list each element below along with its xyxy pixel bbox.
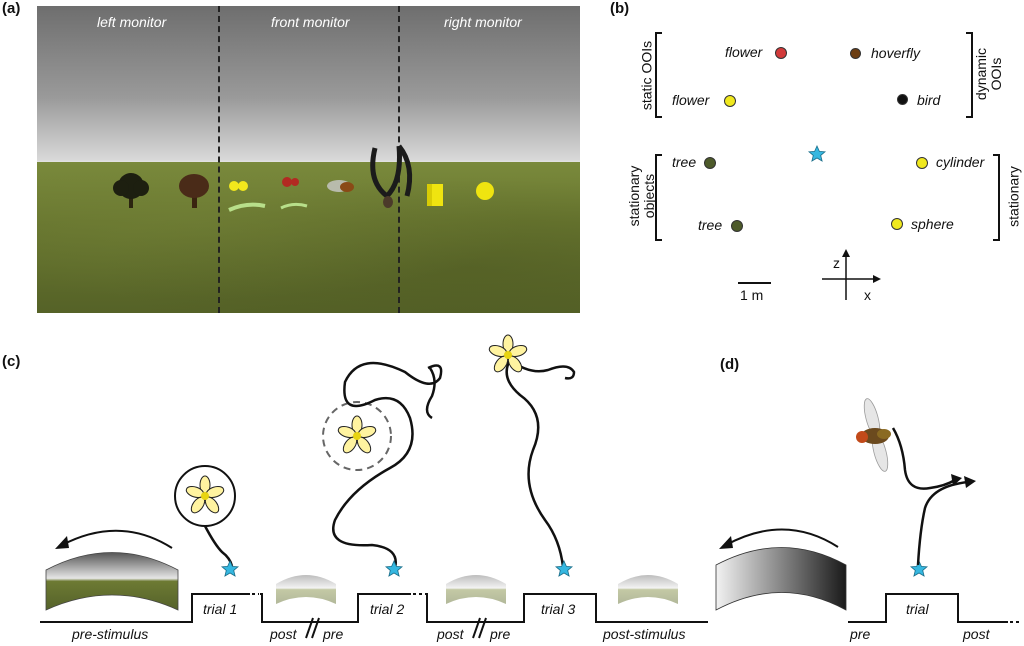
- panel-label-c: (c): [2, 353, 21, 370]
- tree-bottom-dot: [731, 220, 743, 232]
- pre-stimulus-label: pre-stimulus: [72, 626, 149, 642]
- sphere-icon: [476, 182, 494, 200]
- panel-label-b: (b): [610, 0, 630, 17]
- flower-yellow-dot: [724, 95, 736, 107]
- rotation-arrow: [725, 528, 839, 548]
- flower-red-label: flower: [725, 44, 763, 60]
- left-monitor-label: left monitor: [97, 14, 167, 30]
- screen-post-stimulus: [618, 575, 678, 604]
- tree-top-label: tree: [672, 154, 697, 170]
- trial-2-label: trial 2: [370, 601, 405, 617]
- timeline-trace-d: [848, 593, 1008, 623]
- flower-icon: [488, 334, 528, 373]
- trial-1-label: trial 1: [203, 601, 238, 617]
- panel-label-d: (d): [720, 356, 740, 373]
- sphere-label: sphere: [911, 216, 954, 232]
- sphere-dot: [891, 218, 903, 230]
- right-monitor-label: right monitor: [444, 14, 522, 30]
- star-icon: [909, 560, 929, 577]
- flower-yellow-label: flower: [672, 92, 710, 108]
- z-axis-label: z: [833, 255, 840, 271]
- pre-label-1: pre: [323, 626, 344, 642]
- star-icon: [807, 145, 827, 162]
- bird-icon: [370, 144, 413, 208]
- d-trial-label: trial: [906, 601, 929, 617]
- scale-label: 1 m: [740, 287, 764, 303]
- post-label-1: post: [270, 626, 297, 642]
- flower-icon: [228, 181, 266, 212]
- tree-icon: [179, 174, 209, 208]
- flower-icon: [337, 415, 377, 454]
- star-icon: [554, 560, 574, 577]
- hoverfly-icon: [856, 398, 891, 472]
- hoverfly-dot: [850, 48, 861, 59]
- x-axis-label: x: [864, 287, 871, 303]
- post-stimulus-label: post-stimulus: [603, 626, 686, 642]
- tree-bottom-label: tree: [698, 217, 723, 233]
- screen-pre-stimulus: [45, 552, 179, 611]
- screen-post-1: [276, 575, 336, 604]
- virtual-scene: left monitor front monitor right monitor: [37, 6, 580, 313]
- screen-grey-gradient: [715, 547, 847, 611]
- tree-icon: [113, 173, 149, 208]
- hoverfly-icon: [327, 180, 354, 192]
- flower-icon: [185, 475, 225, 514]
- monitor-divider-left: [218, 6, 220, 313]
- d-post-label: post: [963, 626, 990, 642]
- cylinder-dot: [916, 157, 928, 169]
- d-pre-label: pre: [850, 626, 871, 642]
- trial-3-label: trial 3: [541, 601, 576, 617]
- hoverfly-label: hoverfly: [871, 45, 921, 61]
- bird-dot: [897, 94, 908, 105]
- post-label-2: post: [437, 626, 464, 642]
- pre-label-2: pre: [490, 626, 511, 642]
- cylinder-label: cylinder: [936, 154, 985, 170]
- scene-objects: [113, 144, 494, 212]
- flower-icon: [280, 177, 308, 210]
- star-icon: [384, 560, 404, 577]
- rotation-arrow: [61, 529, 173, 549]
- star-icon: [220, 560, 240, 577]
- screen-post-2: [446, 575, 506, 604]
- timeline-trace: [40, 593, 708, 623]
- flower-red-dot: [775, 47, 787, 59]
- bird-label: bird: [917, 92, 941, 108]
- panel-label-a: (a): [2, 0, 21, 17]
- cylinder-icon: [427, 184, 443, 206]
- tree-top-dot: [704, 157, 716, 169]
- front-monitor-label: front monitor: [271, 14, 350, 30]
